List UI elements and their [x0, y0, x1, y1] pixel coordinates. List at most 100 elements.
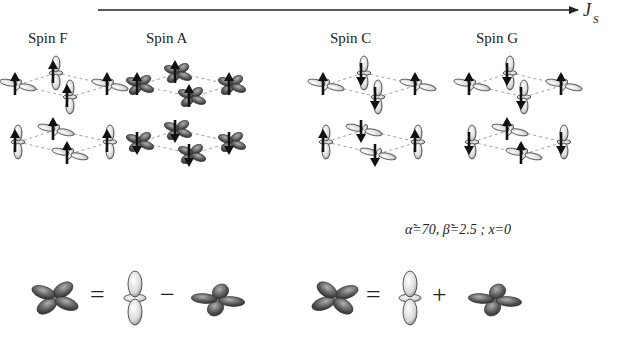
- orbital-lobe: [110, 82, 130, 92]
- dumbbell-orbital: [399, 271, 421, 325]
- spin-arrow: [184, 144, 194, 167]
- axis-arrow: [98, 9, 578, 10]
- operator-sign: =: [366, 281, 381, 310]
- dumbbell-orbital: [411, 125, 425, 159]
- spin-panel: [118, 57, 255, 169]
- orbital-lobe: [472, 82, 492, 92]
- dumbbell-orbital: [557, 125, 571, 159]
- operator-sign: −: [160, 281, 175, 310]
- spin-arrow: [356, 63, 366, 86]
- dumbbell-orbital: [517, 80, 531, 114]
- spin-arrow: [318, 129, 328, 152]
- spin-arrow: [224, 132, 234, 155]
- orbital-lobe: [403, 299, 417, 325]
- orbital-lobe: [137, 82, 156, 94]
- orbital-lobe: [418, 82, 438, 92]
- orbital-lobe: [51, 294, 81, 314]
- spin-arrow: [410, 72, 420, 95]
- orbital-lobe: [189, 94, 208, 106]
- dumbbell-orbital: [371, 80, 385, 114]
- clover-orbital: [464, 281, 527, 319]
- spin-arrow: [516, 141, 526, 164]
- panel-title: Spin G: [476, 30, 518, 47]
- spin-arrow: [556, 72, 566, 95]
- orbital-lobe: [28, 283, 58, 303]
- clover-orbital: [156, 114, 201, 145]
- orbital-lobe: [128, 271, 142, 297]
- panel-title: Spin C: [330, 30, 371, 47]
- dumbbell-orbital: [63, 80, 77, 114]
- dumbbell-orbital: [465, 125, 479, 159]
- operator-sign: =: [90, 281, 105, 310]
- spin-panel: [306, 56, 439, 167]
- spin-arrow: [370, 87, 380, 110]
- spin-arrow: [62, 84, 72, 107]
- spin-panel: [452, 56, 585, 164]
- spin-arrow: [102, 72, 112, 95]
- dumbbell-orbital: [319, 125, 333, 159]
- spin-arrow: [410, 129, 420, 152]
- dumbbell-orbital: [11, 125, 25, 159]
- spin-arrow: [48, 60, 58, 83]
- clover-orbital: [210, 69, 255, 100]
- spin-arrow: [184, 84, 194, 107]
- spin-panels: [0, 56, 584, 170]
- orbital-lobe: [313, 279, 341, 300]
- panel-title: Spin A: [146, 30, 187, 47]
- dumbbell-orbital: [357, 56, 371, 90]
- orbital-lobe: [190, 292, 218, 304]
- clover-orbital: [156, 57, 201, 88]
- orbital-lobe: [524, 151, 544, 161]
- orbital-lobe: [329, 295, 357, 316]
- spin-arrow: [356, 120, 366, 143]
- clover-orbital: [17, 272, 92, 325]
- panel-title: Spin F: [28, 30, 68, 47]
- spin-arrow: [10, 72, 20, 95]
- spin-arrow: [556, 132, 566, 155]
- orbital-lobe: [510, 127, 530, 137]
- dumbbell-orbital: [124, 271, 146, 325]
- clover-orbital: [297, 272, 372, 325]
- orbital-lobe: [175, 70, 194, 82]
- orbital-lobe: [564, 82, 584, 92]
- operator-sign: +: [432, 281, 447, 310]
- spin-arrow: [170, 60, 180, 83]
- spin-arrow: [464, 72, 474, 95]
- clover-orbital: [118, 69, 163, 100]
- orbital-lobe: [18, 82, 38, 92]
- spin-arrow: [102, 129, 112, 152]
- spin-arrow: [132, 132, 142, 155]
- clover-orbital: [187, 281, 250, 319]
- dumbbell-orbital: [49, 56, 63, 90]
- clover-orbital: [170, 81, 215, 112]
- orbital-lobe: [364, 127, 384, 137]
- spin-arrow: [502, 63, 512, 86]
- spin-arrow: [170, 120, 180, 143]
- orbital-lobe: [128, 299, 142, 325]
- parameter-note: α̃=70, β̃=2.5 ; x=0: [405, 222, 511, 237]
- axis-subscript: S: [593, 13, 599, 25]
- orbital-lobe: [467, 292, 495, 304]
- spin-arrow: [132, 72, 142, 95]
- spin-arrow: [224, 72, 234, 95]
- spin-arrow: [48, 117, 58, 140]
- spin-arrow: [502, 117, 512, 140]
- spin-arrow: [62, 141, 72, 164]
- orbital-lobe: [378, 151, 398, 161]
- dumbbell-orbital: [103, 125, 117, 159]
- clover-orbital: [118, 126, 163, 157]
- spin-arrow: [318, 72, 328, 95]
- orbital-lobe: [326, 82, 346, 92]
- dumbbell-orbital: [0, 75, 38, 95]
- axis-label: J: [583, 1, 591, 21]
- dumbbell-orbital: [503, 56, 517, 90]
- orbital-lobe: [70, 151, 90, 161]
- spin-panel: [0, 56, 130, 164]
- clover-orbital: [210, 126, 255, 157]
- orbital-lobe: [56, 127, 76, 137]
- clover-orbital: [170, 138, 215, 169]
- orbital-lobe: [218, 295, 246, 307]
- orbital-lobe: [495, 295, 523, 307]
- orbital-lobe: [403, 271, 417, 297]
- spin-arrow: [10, 129, 20, 152]
